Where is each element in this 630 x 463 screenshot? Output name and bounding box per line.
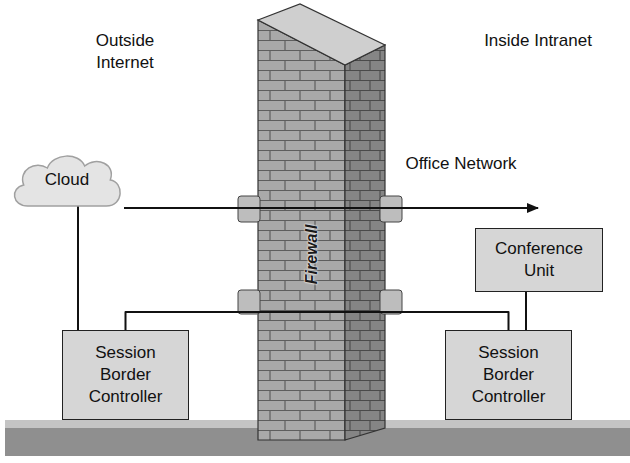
session-border-controller-box: Session Border Controller: [445, 330, 572, 420]
zone-label: Inside Intranet: [478, 30, 598, 52]
node-text: Session Border Controller: [69, 342, 182, 408]
zone-label: Outside Internet: [65, 30, 185, 74]
cloud-outline: [15, 156, 121, 206]
connector-line: [525, 292, 527, 330]
pipe-stub: [238, 290, 260, 314]
cloud-node: Cloud: [8, 150, 126, 210]
connector-line: [126, 312, 509, 330]
node-text: Cloud: [45, 169, 89, 191]
conference-unit-box: Conference Unit: [475, 228, 603, 292]
network-label: Office Network: [401, 153, 521, 175]
firewall-label: Firewall: [303, 224, 324, 284]
node-text: Conference Unit: [482, 238, 596, 282]
connector-line: [77, 206, 79, 330]
wall-pipes: [238, 196, 402, 314]
node-text: Session Border Controller: [452, 342, 565, 408]
brick-wall: [258, 4, 385, 440]
session-border-controller-box: Session Border Controller: [62, 330, 189, 420]
network-arrow: [124, 207, 538, 209]
pipe-stub: [380, 290, 402, 314]
wall-front: [258, 20, 345, 440]
wall-side: [345, 45, 385, 440]
wall-cap: [258, 4, 385, 65]
